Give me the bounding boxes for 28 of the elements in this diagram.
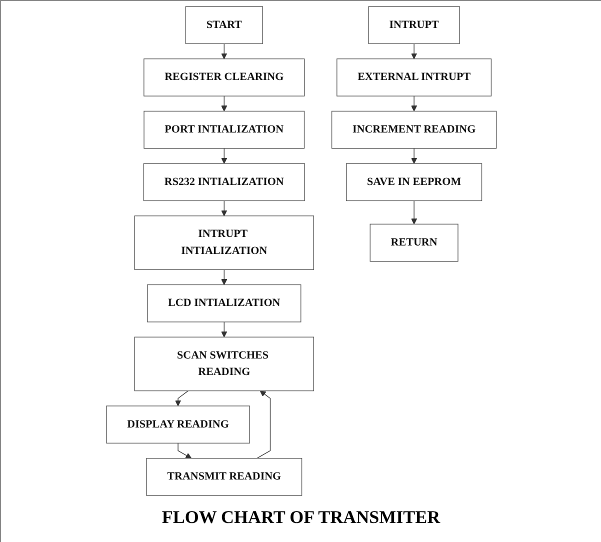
node-box: INTRUPT INTIALIZATION: [134, 216, 314, 270]
arrow: [177, 442, 192, 459]
arrow: [220, 322, 227, 338]
arrow: [220, 148, 227, 164]
node-box: REGISTER CLEARING: [143, 58, 304, 96]
node-box: DISPLAY READING: [106, 406, 250, 444]
arrow: [174, 390, 188, 406]
node-box: INCREMENT READING: [331, 110, 496, 149]
caption: FLOW CHART OF TRANSMITER: [162, 507, 440, 528]
arrow: [220, 96, 227, 112]
node-box: PORT INTIALIZATION: [143, 110, 304, 149]
node-box: RS232 INTIALIZATION: [142, 163, 304, 202]
node-box: RETURN: [369, 224, 458, 262]
arrow: [410, 200, 417, 224]
node-box: SAVE IN EEPROM: [346, 163, 482, 202]
arrow: [410, 96, 417, 112]
node-box: SCAN SWITCHES READING: [134, 336, 314, 392]
arrow: [220, 43, 227, 60]
arrow: [220, 200, 227, 216]
node-box: INTRUPT: [368, 6, 460, 44]
arrow: [410, 148, 417, 164]
node-box: LCD INTIALIZATION: [146, 284, 301, 322]
node-box: TRANSMIT READING: [146, 458, 302, 496]
arrow: [220, 269, 227, 286]
node-box: EXTERNAL INTRUPT: [336, 58, 492, 96]
arrow: [256, 390, 270, 459]
arrow: [410, 43, 417, 60]
node-box: START: [184, 6, 263, 44]
